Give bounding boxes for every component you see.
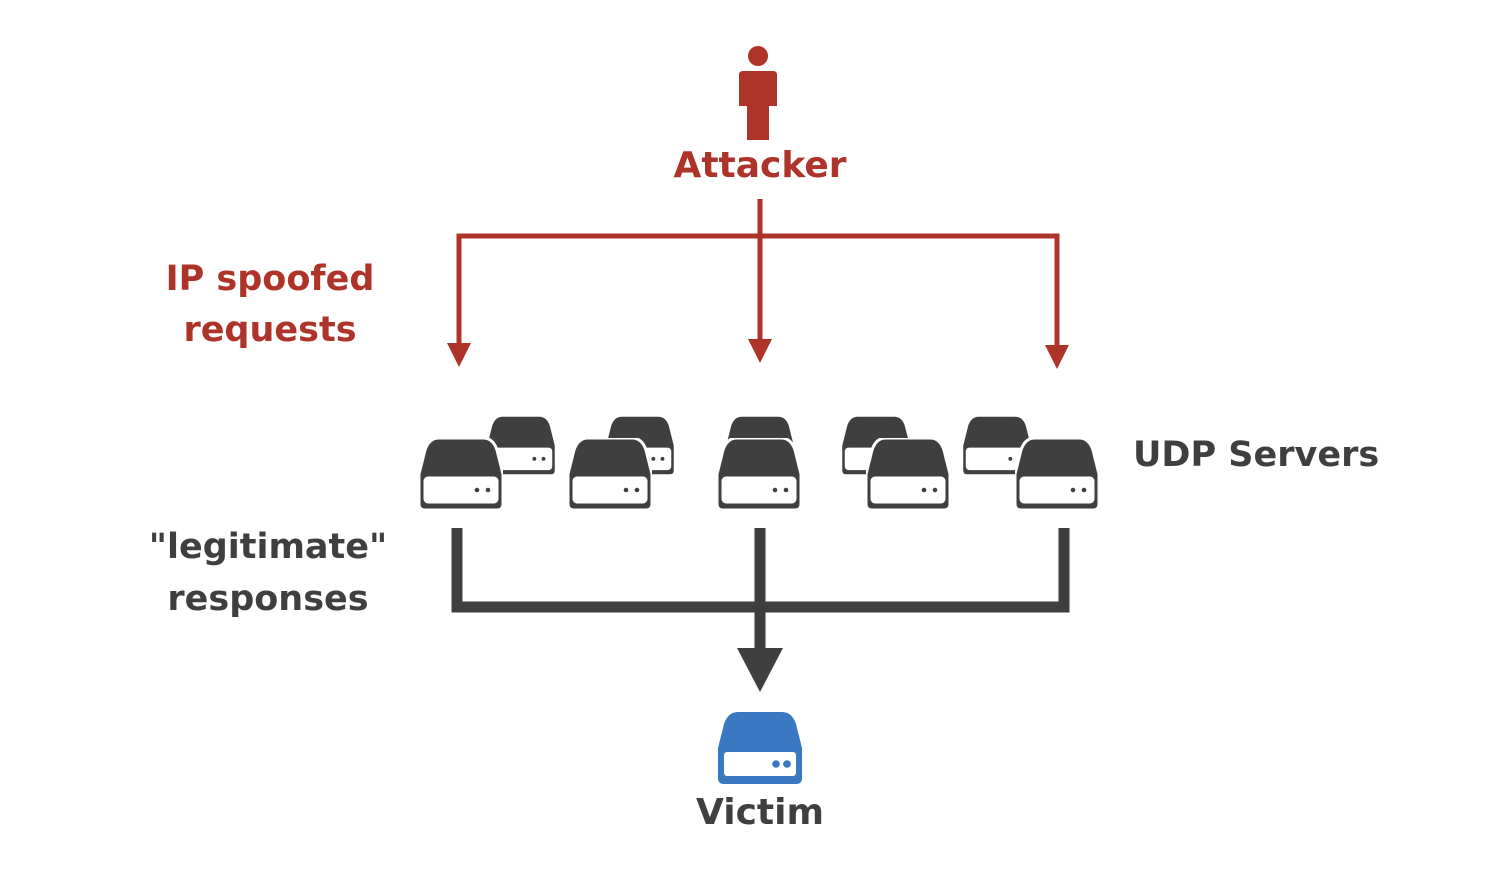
udp-server-icon — [866, 438, 950, 510]
legitimate-responses-label: "legitimate" responses — [140, 521, 396, 625]
victim-label: Victim — [696, 792, 824, 833]
udp-server-icon — [568, 438, 652, 510]
udp-servers-label: UDP Servers — [1133, 435, 1380, 475]
attacker-label: Attacker — [673, 145, 847, 186]
arrowhead-left — [447, 343, 471, 367]
arrowhead-center — [748, 339, 772, 363]
udp-servers-group — [419, 414, 1099, 510]
legitimate-responses-arrows — [451, 528, 1070, 692]
legit-label-line2: responses — [167, 579, 369, 619]
legit-label-line1: "legitimate" — [148, 527, 388, 567]
spoofed-label-line2: requests — [183, 310, 357, 350]
victim-server-icon — [718, 712, 802, 784]
attacker-person-icon — [739, 46, 777, 140]
arrowhead-victim — [737, 648, 783, 692]
arrowhead-right — [1045, 345, 1069, 369]
spoofed-label-line1: IP spoofed — [165, 259, 375, 299]
udp-server-icon — [1015, 438, 1099, 510]
ip-spoofed-requests-label: IP spoofed requests — [150, 254, 390, 356]
udp-server-icon — [419, 438, 503, 510]
spoofed-requests-arrows — [447, 199, 1069, 369]
udp-server-icon — [717, 438, 801, 510]
